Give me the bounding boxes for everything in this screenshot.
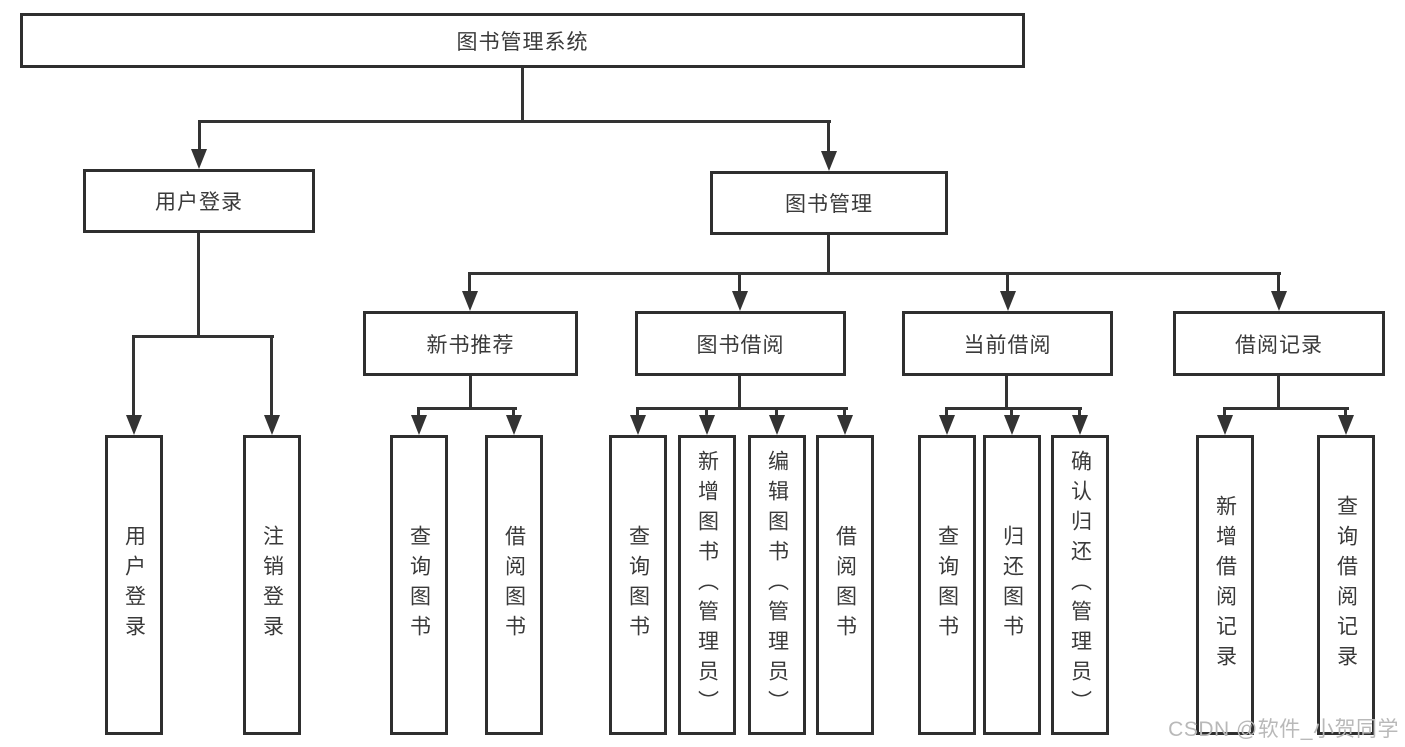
connector-vline [1010,407,1013,418]
arrowhead-down-icon [821,151,837,171]
connector-vline [827,120,830,153]
connector-vline [132,335,135,417]
connector-vline [1344,407,1347,418]
leaf-logout-login: 注销登录 [243,435,301,735]
connector-vline [270,335,273,417]
leaf-query-books-current: 查询图书 [918,435,976,735]
connector-vline [1006,272,1009,293]
connector-hline [638,407,848,410]
connector-vline [1223,407,1226,418]
leaf-borrow-books: 借阅图书 [816,435,874,735]
arrowhead-down-icon [1072,415,1088,435]
arrowhead-down-icon [462,291,478,311]
connector-vline [417,407,420,418]
connector-vline [198,120,201,151]
connector-vline [636,407,639,418]
watermark: CSDN @软件_小贺同学 [1168,718,1399,741]
node-user-login: 用户登录 [83,169,315,233]
arrowhead-down-icon [837,415,853,435]
connector-vline [705,407,708,418]
arrowhead-down-icon [506,415,522,435]
node-borrow-records: 借阅记录 [1173,311,1385,376]
connector-hline [199,120,831,123]
node-new-book-recommend: 新书推荐 [363,311,578,376]
arrowhead-down-icon [1338,415,1354,435]
leaf-query-books-recommend: 查询图书 [390,435,448,735]
leaf-return-books: 归还图书 [983,435,1041,735]
connector-vline [469,376,472,410]
connector-vline [738,376,741,410]
connector-hline [419,407,517,410]
connector-hline [945,407,1082,410]
arrowhead-down-icon [939,415,955,435]
connector-vline [945,407,948,418]
arrowhead-down-icon [699,415,715,435]
leaf-query-books-borrow: 查询图书 [609,435,667,735]
arrowhead-down-icon [1004,415,1020,435]
leaf-borrow-books-recommend: 借阅图书 [485,435,543,735]
leaf-query-borrow-record: 查询借阅记录 [1317,435,1375,735]
node-library-management-system: 图书管理系统 [20,13,1025,68]
leaf-add-borrow-record: 新增借阅记录 [1196,435,1254,735]
leaf-confirm-return-admin: 确认归还（管理员） [1051,435,1109,735]
connector-vline [468,272,471,293]
connector-vline [1005,376,1008,410]
connector-vline [827,235,830,275]
arrowhead-down-icon [191,149,207,169]
leaf-edit-books-admin: 编辑图书（管理员） [748,435,806,735]
node-book-management: 图书管理 [710,171,948,235]
arrowhead-down-icon [1000,291,1016,311]
arrowhead-down-icon [1217,415,1233,435]
connector-vline [1277,272,1280,293]
arrowhead-down-icon [126,415,142,435]
arrowhead-down-icon [264,415,280,435]
arrowhead-down-icon [1271,291,1287,311]
arrowhead-down-icon [411,415,427,435]
connector-vline [738,272,741,293]
connector-vline [1277,376,1280,410]
arrowhead-down-icon [732,291,748,311]
leaf-user-login: 用户登录 [105,435,163,735]
connector-vline [1078,407,1081,418]
connector-vline [843,407,846,418]
connector-vline [197,233,200,338]
connector-hline [133,335,274,338]
connector-hline [1225,407,1349,410]
connector-hline [470,272,1281,275]
node-current-borrow: 当前借阅 [902,311,1113,376]
connector-vline [512,407,515,418]
arrowhead-down-icon [769,415,785,435]
connector-vline [521,68,524,123]
node-book-borrow: 图书借阅 [635,311,846,376]
leaf-add-books-admin: 新增图书（管理员） [678,435,736,735]
arrowhead-down-icon [630,415,646,435]
connector-vline [775,407,778,418]
